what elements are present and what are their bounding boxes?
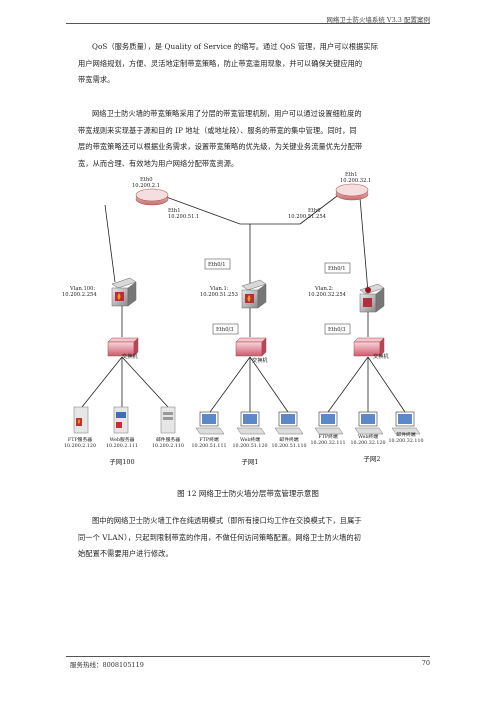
host-ip: 10.200.51.110 bbox=[271, 443, 306, 449]
router-right-link-iface: Eth0 bbox=[308, 208, 321, 214]
switch-mid-icon bbox=[235, 337, 267, 357]
switch-right-label: 交换机 bbox=[373, 352, 389, 360]
host-name: Web服务器 bbox=[110, 436, 135, 443]
text-line: 网络卫士防火墙的带宽策略采用了分层的带宽管理机制，用户可以通过设置细粒度的 bbox=[92, 109, 362, 118]
footer-divider bbox=[66, 656, 430, 657]
switch-left-icon bbox=[107, 337, 139, 357]
host-ip: 10.200.32.120 bbox=[350, 440, 385, 446]
footer-hotline: 服务热线：8008105119 bbox=[70, 661, 144, 669]
switch-mid-label: 交换机 bbox=[252, 356, 268, 364]
text-line: 带宽规则来实现基于源和目的 IP 地址（或地址段）、服务的带宽的集中管理。同时，… bbox=[78, 125, 357, 135]
paragraph-bandwidth-policy: 网络卫士防火墙的带宽策略采用了分层的带宽管理机制，用户可以通过设置细粒度的 带宽… bbox=[78, 106, 430, 172]
computer-icon bbox=[354, 411, 384, 435]
host-name: 邮件终端 bbox=[396, 431, 415, 438]
host-ip: 10.200.32.110 bbox=[388, 438, 423, 444]
router-left-link-ip: 10.200.51.1 bbox=[168, 214, 199, 220]
firewall-right-icon bbox=[359, 283, 385, 313]
host-ip: 10.200.2.120 bbox=[64, 443, 96, 449]
text-line: 始配置不需要用户进行修改。 bbox=[78, 549, 173, 558]
firewall-right-top-port: Eth0/1 bbox=[328, 266, 346, 272]
computer-icon bbox=[274, 411, 304, 435]
firewall-mid-icon bbox=[241, 279, 267, 309]
router-right-link-ip: 10.200.51.254 bbox=[288, 214, 327, 220]
paragraph-transparent-mode: 图中的网络卫士防火墙工作在纯透明模式（即所有接口均工作在交换模式下，且属于 同一… bbox=[78, 513, 430, 563]
host-name: FTP终端 bbox=[318, 433, 338, 440]
router-right-icon bbox=[335, 183, 369, 201]
links bbox=[81, 189, 406, 413]
host-name: Web终端 bbox=[240, 436, 260, 443]
firewall-right-bottom-port: Eth0/3 bbox=[328, 327, 346, 333]
host-ip: 10.200.51.120 bbox=[232, 443, 267, 449]
page-number: 70 bbox=[421, 659, 430, 667]
router-left-icon bbox=[135, 188, 169, 206]
router-left-ip: 10.200.2.1 bbox=[132, 183, 160, 189]
text-line: 用户网络规划，方便、灵活地定制带宽策略，防止带宽滥用现象，并可以确保关键应用的 bbox=[78, 58, 363, 68]
text-line: 带宽需求。 bbox=[78, 75, 115, 84]
paragraph-qos: QoS（服务质量），是 Quality of Service 的缩写。通过 Qo… bbox=[78, 39, 430, 89]
computer-icon bbox=[236, 411, 266, 435]
figure-caption: 图 12 网络卫士防火墙分层带宽管理示意图 bbox=[177, 489, 319, 498]
text-line: 层的带宽策略还可以根据业务需求，设置带宽策略的优先级，为关键业务流量优先分配带 bbox=[78, 142, 363, 151]
router-right-ip: 10.200.32.1 bbox=[340, 178, 371, 184]
subnet-label: 子网2 bbox=[363, 455, 380, 463]
server-icon bbox=[73, 406, 89, 434]
network-diagram: Eth0 10.200.2.1 Eth1 10.200.51.1 Eth1 10… bbox=[62, 172, 424, 466]
host-ip: 10.200.51.111 bbox=[191, 443, 226, 449]
host-name: FTP终端 bbox=[199, 436, 219, 443]
firewall-left-vlan: Vlan.100: bbox=[69, 286, 95, 292]
switch-left-label: 交换机 bbox=[122, 352, 138, 360]
port-box bbox=[324, 323, 351, 335]
computer-icon bbox=[314, 411, 344, 435]
firewall-right-vlan: Vlan.2: bbox=[314, 286, 334, 292]
computer-icon bbox=[391, 411, 421, 435]
router-right-iface: Eth1 bbox=[345, 172, 358, 178]
port-box bbox=[212, 323, 239, 335]
router-left-iface: Eth0 bbox=[140, 177, 153, 183]
port-box bbox=[324, 262, 351, 274]
text-line: QoS（服务质量），是 Quality of Service 的缩写。通过 Qo… bbox=[92, 42, 378, 51]
text-line: 图中的网络卫士防火墙工作在纯透明模式（即所有接口均工作在交换模式下，且属于 bbox=[92, 516, 362, 525]
host-ip: 10.200.2.111 bbox=[106, 443, 138, 449]
server-icon bbox=[160, 406, 176, 434]
computer-icon bbox=[195, 411, 225, 435]
firewall-left-icon bbox=[111, 277, 137, 307]
port-box bbox=[204, 258, 231, 270]
firewall-mid-vlan: Vlan.1: bbox=[209, 286, 229, 292]
host-name: 邮件服务器 bbox=[156, 436, 180, 443]
host-ip: 10.200.2.110 bbox=[152, 443, 184, 449]
text-line: 宽，从而合理、有效地为用户网络分配带宽资源。 bbox=[78, 158, 239, 168]
host-name: 邮件终端 bbox=[279, 436, 298, 443]
host-name: Web终端 bbox=[358, 433, 378, 440]
router-left-link-iface: Eth1 bbox=[168, 208, 181, 214]
text-line: 同一个 VLAN），只起到限制带宽的作用，不做任何访问策略配置。网络卫士防火墙的… bbox=[78, 532, 361, 542]
firewall-mid-bottom-port: Eth0/3 bbox=[216, 327, 234, 333]
page-header: 网络卫士防火墙系统 V3.3 配置案例 bbox=[326, 16, 430, 24]
firewall-mid-top-port: Eth0/1 bbox=[208, 262, 226, 268]
header-divider bbox=[66, 23, 430, 24]
host-ip: 10.200.32.111 bbox=[310, 440, 345, 446]
firewall-mid-ip: 10.200.51.253 bbox=[200, 292, 238, 298]
server-icon bbox=[113, 406, 129, 434]
firewall-left-ip: 10.200.2.254 bbox=[62, 292, 97, 298]
subnet-label: 子网1 bbox=[241, 458, 258, 466]
firewall-right-ip: 10.200.32.254 bbox=[308, 292, 347, 298]
switch-right-icon bbox=[353, 337, 385, 357]
host-name: FTP服务器 bbox=[68, 436, 92, 443]
subnet-label: 子网100 bbox=[109, 458, 134, 466]
